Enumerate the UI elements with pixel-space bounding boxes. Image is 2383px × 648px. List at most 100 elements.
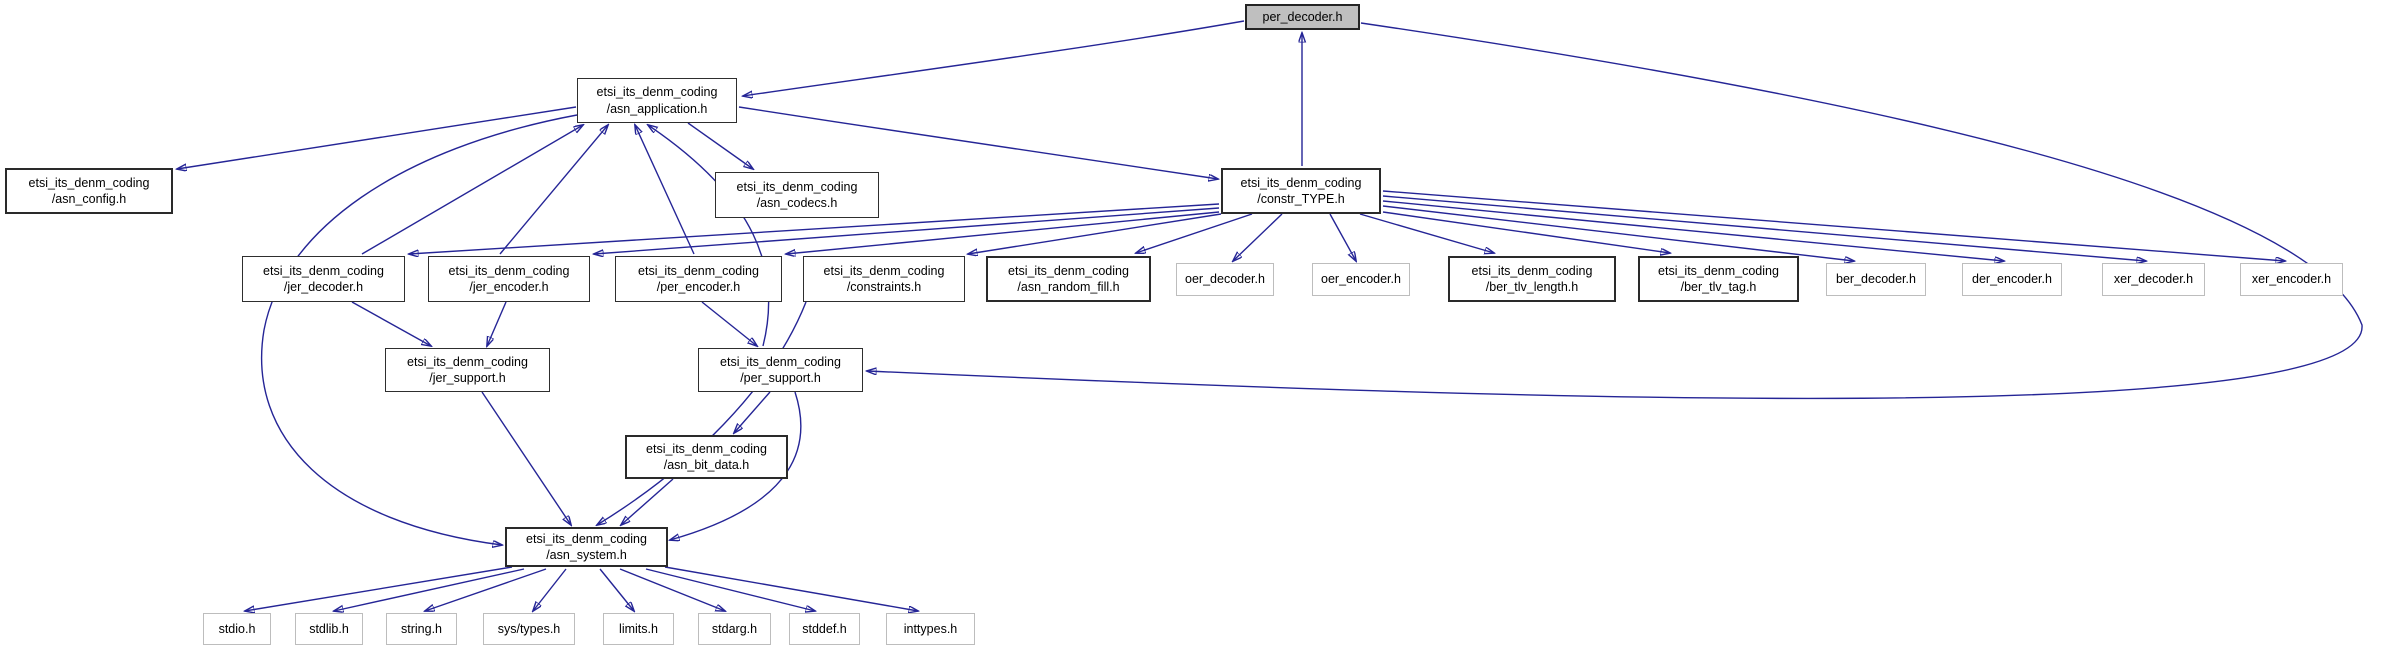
node-label: /per_support.h	[740, 371, 821, 385]
edge-constr_TYPE-to-asn_random_fill	[1136, 213, 1253, 253]
node-label: etsi_its_denm_coding	[736, 179, 858, 194]
edge-constraints-to-asn_system	[597, 301, 807, 525]
node-xer_encoder[interactable]: xer_encoder.h	[2240, 263, 2343, 296]
edge-constr_TYPE-to-xer_encoder	[1382, 190, 2285, 261]
node-label: etsi_its_denm_coding	[596, 85, 718, 100]
node-label: /asn_system.h	[546, 548, 627, 562]
edge-asn_application-to-asn_config	[177, 106, 577, 169]
node-jer_support[interactable]: etsi_its_denm_coding/jer_support.h	[385, 348, 550, 392]
node-label: etsi_its_denm_coding	[646, 441, 767, 456]
node-label: etsi_its_denm_coding	[526, 531, 647, 546]
edge-constr_TYPE-to-xer_decoder	[1382, 195, 2146, 261]
node-der_encoder[interactable]: der_encoder.h	[1962, 263, 2062, 296]
edge-asn_system-to-stdarg	[619, 568, 725, 611]
edge-constr_TYPE-to-der_encoder	[1382, 200, 2004, 261]
node-label: ber_decoder.h	[1836, 272, 1916, 287]
node-label: string.h	[401, 621, 442, 636]
node-oer_encoder[interactable]: oer_encoder.h	[1312, 263, 1410, 296]
node-stdarg[interactable]: stdarg.h	[698, 613, 771, 645]
edge-jer_decoder-to-asn_application	[361, 125, 583, 255]
node-asn_system[interactable]: etsi_its_denm_coding/asn_system.h	[505, 527, 668, 567]
node-stdio[interactable]: stdio.h	[203, 613, 271, 645]
node-label: etsi_its_denm_coding	[720, 354, 841, 369]
edge-asn_system-to-string	[425, 568, 547, 611]
node-jer_decoder[interactable]: etsi_its_denm_coding/jer_decoder.h	[242, 256, 405, 302]
edge-per_decoder-to-per_support	[867, 22, 2363, 400]
node-constraints[interactable]: etsi_its_denm_coding/constraints.h	[803, 256, 965, 302]
node-asn_application[interactable]: etsi_its_denm_coding/asn_application.h	[577, 78, 737, 123]
node-label: /constr_TYPE.h	[1257, 192, 1345, 206]
edge-asn_system-to-stdio	[245, 566, 513, 611]
node-label: der_encoder.h	[1972, 272, 2052, 287]
edge-jer_support-to-asn_system	[481, 391, 571, 525]
node-ber_tlv_length[interactable]: etsi_its_denm_coding/ber_tlv_length.h	[1448, 256, 1616, 302]
node-label: etsi_its_denm_coding	[823, 263, 945, 278]
edge-per_support-to-asn_application	[648, 125, 770, 347]
node-oer_decoder[interactable]: oer_decoder.h	[1176, 263, 1274, 296]
node-label: /jer_support.h	[429, 371, 506, 385]
edge-constr_TYPE-to-oer_encoder	[1329, 213, 1356, 261]
node-label: etsi_its_denm_coding	[407, 354, 528, 369]
edge-asn_application-to-asn_codecs	[687, 122, 753, 169]
edge-asn_system-to-stddef	[645, 568, 815, 611]
edge-per_encoder-to-per_support	[701, 301, 757, 346]
edge-constr_TYPE-to-jer_encoder	[594, 207, 1220, 254]
edge-jer_encoder-to-asn_application	[499, 125, 608, 255]
node-label: etsi_its_denm_coding	[1240, 175, 1362, 190]
node-per_decoder[interactable]: per_decoder.h	[1245, 4, 1360, 30]
node-asn_config[interactable]: etsi_its_denm_coding/asn_config.h	[5, 168, 173, 214]
node-label: stdlib.h	[309, 621, 349, 636]
node-xer_decoder[interactable]: xer_decoder.h	[2102, 263, 2205, 296]
edge-per_encoder-to-asn_application	[635, 125, 695, 255]
edge-constr_TYPE-to-oer_decoder	[1233, 213, 1283, 261]
edge-constr_TYPE-to-ber_tlv_length	[1359, 213, 1494, 253]
node-asn_random_fill[interactable]: etsi_its_denm_coding/asn_random_fill.h	[986, 256, 1151, 302]
node-asn_codecs[interactable]: etsi_its_denm_coding/asn_codecs.h	[715, 172, 879, 218]
node-inttypes[interactable]: inttypes.h	[886, 613, 975, 645]
node-label: etsi_its_denm_coding	[28, 175, 150, 190]
edge-constr_TYPE-to-ber_decoder	[1382, 205, 1854, 261]
node-label: /asn_config.h	[51, 192, 127, 206]
edge-asn_application-to-constr_TYPE	[738, 106, 1218, 179]
node-label: /constraints.h	[846, 280, 922, 294]
node-label: /ber_tlv_tag.h	[1680, 280, 1757, 294]
edge-asn_system-to-stdlib	[334, 568, 525, 611]
edge-constr_TYPE-to-jer_decoder	[409, 203, 1220, 254]
node-label: etsi_its_denm_coding	[448, 263, 570, 278]
node-limits[interactable]: limits.h	[603, 613, 674, 645]
edge-asn_system-to-inttypes	[664, 566, 918, 611]
node-constr_TYPE[interactable]: etsi_its_denm_coding/constr_TYPE.h	[1221, 168, 1381, 214]
node-label: limits.h	[619, 621, 658, 636]
node-label: /asn_codecs.h	[756, 196, 838, 210]
node-label: stdio.h	[218, 621, 256, 636]
node-label: etsi_its_denm_coding	[263, 263, 384, 278]
node-label: oer_encoder.h	[1321, 272, 1401, 287]
node-label: inttypes.h	[903, 621, 958, 636]
node-sys_types[interactable]: sys/types.h	[483, 613, 575, 645]
edge-jer_decoder-to-jer_support	[351, 301, 431, 346]
node-label: stddef.h	[802, 621, 847, 636]
node-string[interactable]: string.h	[386, 613, 457, 645]
node-label: /jer_encoder.h	[469, 280, 549, 294]
node-label: /asn_bit_data.h	[663, 458, 750, 472]
edge-constr_TYPE-to-constraints	[968, 213, 1222, 254]
node-label: /ber_tlv_length.h	[1485, 280, 1579, 294]
node-asn_bit_data[interactable]: etsi_its_denm_coding/asn_bit_data.h	[625, 435, 788, 479]
node-label: /per_encoder.h	[656, 280, 741, 294]
node-label: etsi_its_denm_coding	[1008, 263, 1129, 278]
node-label: etsi_its_denm_coding	[638, 263, 759, 278]
node-label: etsi_its_denm_coding	[1658, 263, 1779, 278]
node-stdlib[interactable]: stdlib.h	[295, 613, 363, 645]
node-jer_encoder[interactable]: etsi_its_denm_coding/jer_encoder.h	[428, 256, 590, 302]
edge-asn_application-to-asn_system	[260, 114, 578, 545]
edge-constr_TYPE-to-per_encoder	[786, 211, 1220, 254]
node-ber_decoder[interactable]: ber_decoder.h	[1826, 263, 1926, 296]
node-per_support[interactable]: etsi_its_denm_coding/per_support.h	[698, 348, 863, 392]
node-label: xer_encoder.h	[2251, 272, 2332, 287]
node-stddef[interactable]: stddef.h	[789, 613, 860, 645]
node-per_encoder[interactable]: etsi_its_denm_coding/per_encoder.h	[615, 256, 782, 302]
node-label: /asn_random_fill.h	[1017, 280, 1120, 294]
node-ber_tlv_tag[interactable]: etsi_its_denm_coding/ber_tlv_tag.h	[1638, 256, 1799, 302]
node-label: xer_decoder.h	[2113, 272, 2194, 287]
